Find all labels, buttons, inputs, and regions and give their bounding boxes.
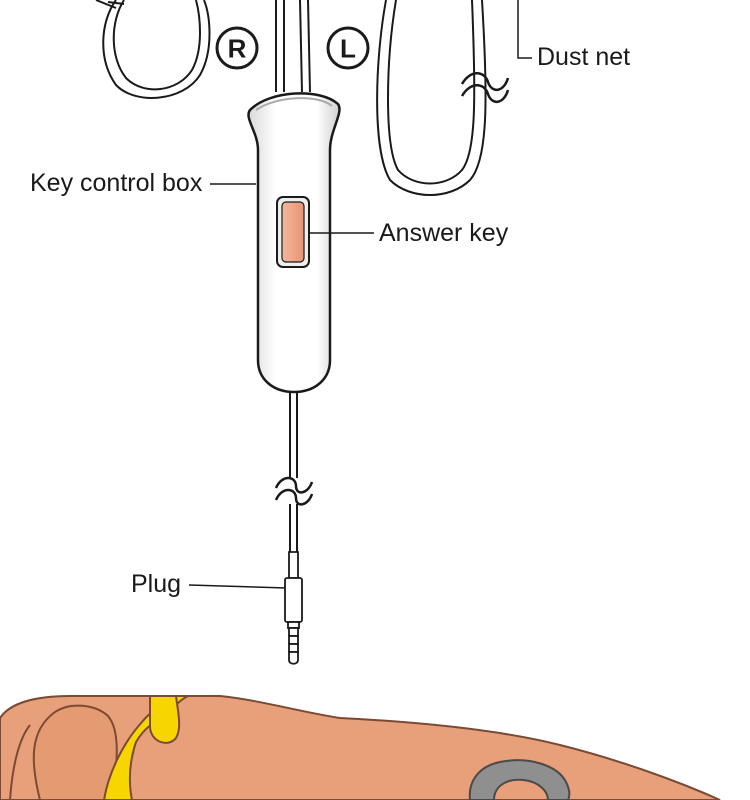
left-badge-text: L [340, 34, 356, 64]
right-badge-text: R [228, 34, 247, 64]
plug-leader [188, 584, 288, 589]
plug-label: Plug [131, 570, 182, 598]
right-earphone-cable [95, 0, 211, 99]
left-badge: L [326, 26, 370, 70]
answer-key-label: Answer key [379, 219, 509, 247]
cable-break-mark-top [460, 72, 510, 103]
left-earphone-cable [376, 0, 487, 196]
cable-break-mark-bottom [274, 476, 314, 506]
lower-cable [289, 392, 298, 552]
plug-connector [284, 551, 303, 665]
dust-net-leader [517, 0, 532, 59]
upper-cables [275, 0, 311, 93]
ear-illustration [0, 695, 721, 800]
right-badge: R [215, 26, 259, 70]
dust-net-label: Dust net [537, 43, 631, 71]
key-control-box-label: Key control box [30, 169, 203, 197]
answer-key-button [276, 196, 310, 268]
